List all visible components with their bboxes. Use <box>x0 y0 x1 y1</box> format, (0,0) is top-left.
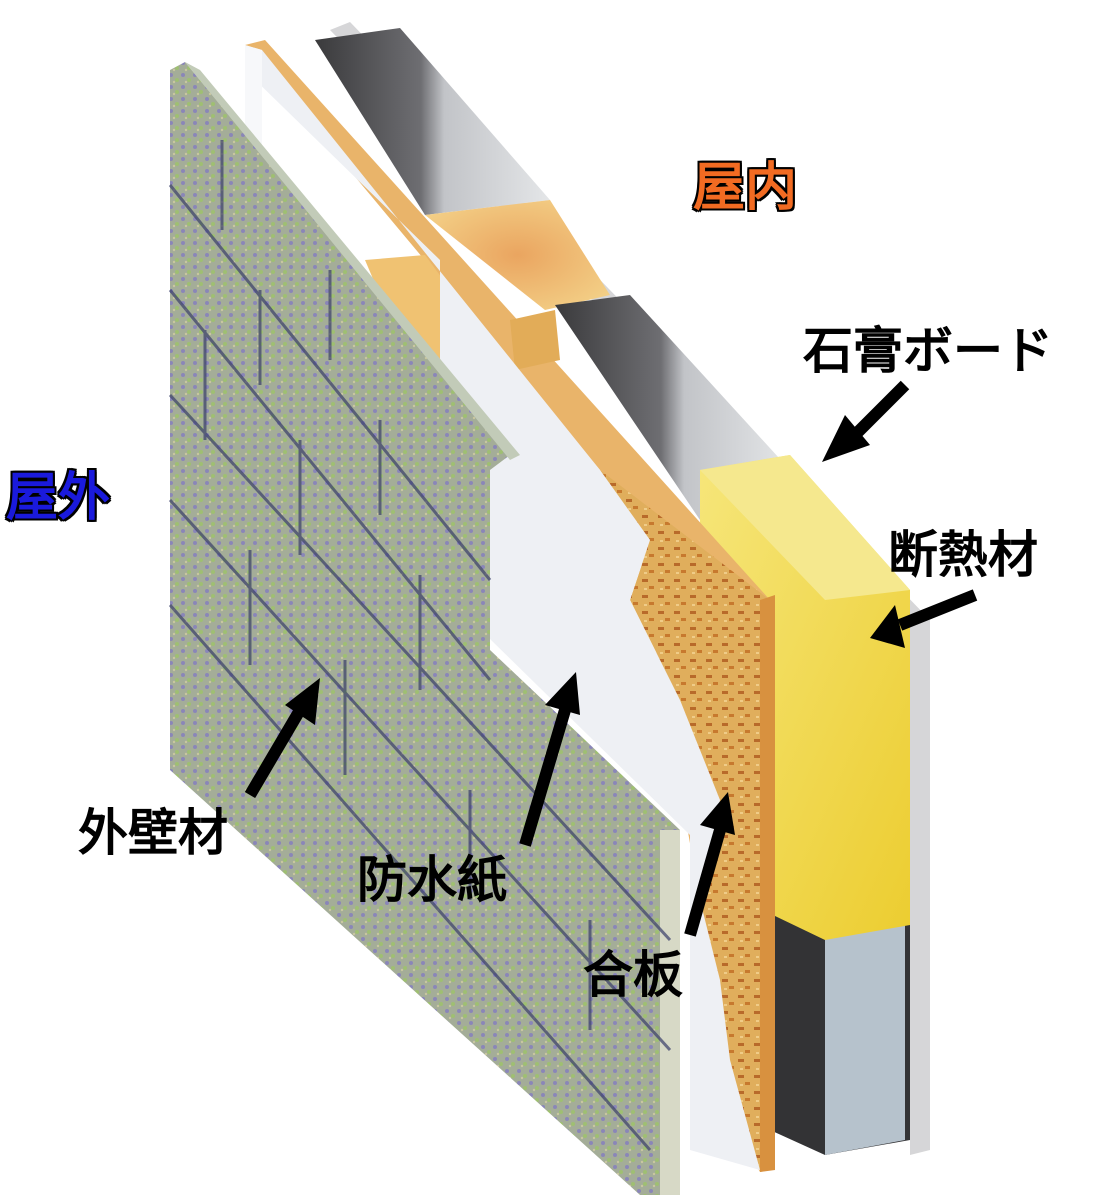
upper-frame-block <box>315 28 790 520</box>
arrow-insulation <box>870 589 978 648</box>
gypsum-board-label: 石膏ボード <box>803 322 1053 380</box>
arrows <box>244 380 978 937</box>
interior-side-label: 屋内 <box>693 158 798 218</box>
waterproof-paper-label: 防水紙 <box>357 851 507 909</box>
arrow-waterproof-paper <box>519 672 580 847</box>
arrow-siding <box>244 678 320 799</box>
siding-layer <box>168 62 680 1195</box>
plywood-label: 合板 <box>583 946 683 1004</box>
insulation-label: 断熱材 <box>888 526 1038 584</box>
arrow-gypsum-board <box>822 380 910 462</box>
arrow-plywood <box>684 792 735 937</box>
exterior-side-label: 屋外 <box>6 468 111 528</box>
lower-frame-block <box>770 860 910 1155</box>
siding-label: 外壁材 <box>78 804 228 862</box>
